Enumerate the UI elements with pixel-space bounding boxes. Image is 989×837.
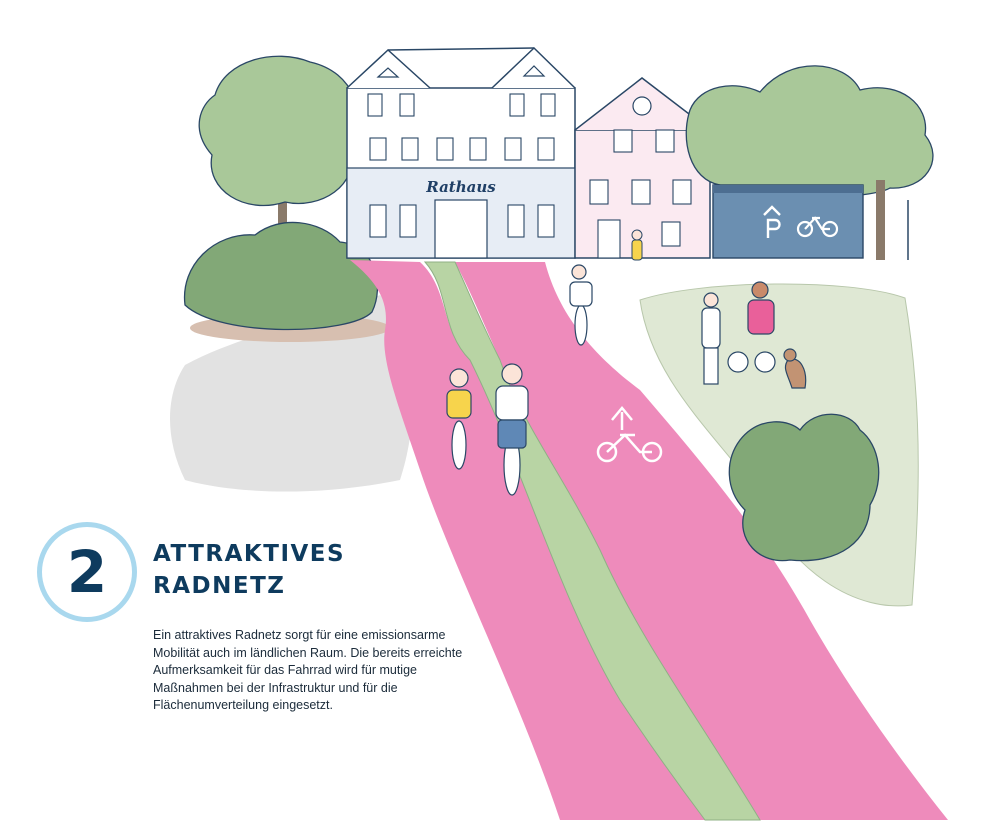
- cyclist-white: [495, 363, 529, 496]
- walking-person: [631, 229, 643, 261]
- bike-parking-house: [712, 184, 864, 259]
- pedestrian-woman: [701, 292, 721, 385]
- bike-lane-left: [350, 260, 705, 820]
- cyclist-yellow: [446, 368, 472, 470]
- section-title-line2: RADNETZ: [153, 573, 286, 599]
- plaza-area: [170, 295, 414, 492]
- parking-icon: [763, 205, 781, 238]
- section-title: ATTRAKTIVES RADNETZ: [153, 538, 433, 602]
- section-number-badge: 2: [37, 522, 137, 622]
- section-title-line1: ATTRAKTIVES: [153, 541, 346, 567]
- town-hall-sign: Rathaus: [425, 178, 496, 196]
- town-hall-building: Rathaus: [346, 46, 576, 259]
- bicycle-icon: [796, 216, 839, 238]
- pedestrian-with-bike: [727, 281, 776, 373]
- pink-house: [574, 77, 711, 259]
- right-bush: [728, 413, 880, 562]
- section-description: Ein attraktives Radnetz sorgt für eine e…: [153, 628, 463, 712]
- lane-marking: [596, 406, 663, 463]
- cyclist-far: [569, 264, 593, 346]
- bike-lane-right: [455, 262, 948, 820]
- left-bush: [183, 221, 390, 342]
- dog: [783, 348, 807, 389]
- arrow-up-icon: [611, 406, 633, 430]
- section-number: 2: [66, 538, 108, 606]
